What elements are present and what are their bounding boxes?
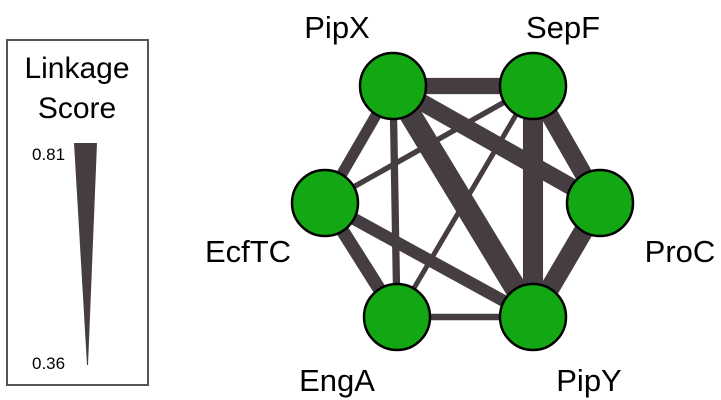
edge-pipx-enga xyxy=(389,85,401,318)
node-label-ecftc: EcfTC xyxy=(205,234,291,269)
edge-sepf-enga xyxy=(394,84,536,319)
node-label-enga: EngA xyxy=(299,363,375,398)
legend-wedge xyxy=(74,143,97,365)
legend: Linkage Score 0.81 0.36 xyxy=(6,39,149,386)
legend-title-line2: Score xyxy=(38,92,116,125)
node-pipx xyxy=(358,51,428,121)
nodes-layer xyxy=(290,51,635,352)
legend-box xyxy=(6,39,149,386)
node-proc xyxy=(565,168,635,238)
legend-max-label: 0.81 xyxy=(32,145,65,164)
edges-layer xyxy=(319,77,609,323)
legend-title-line1: Linkage xyxy=(24,52,129,85)
node-label-pipx: PipX xyxy=(304,10,370,45)
node-enga xyxy=(362,282,432,352)
edge-ecftc-sepf xyxy=(323,83,535,206)
node-sepf xyxy=(498,51,568,121)
node-label-sepf: SepF xyxy=(526,10,600,45)
node-ecftc xyxy=(290,168,360,238)
node-pipy xyxy=(498,282,568,352)
node-label-proc: ProC xyxy=(645,234,716,269)
node-label-pipy: PipY xyxy=(556,363,621,398)
node-labels: PipX SepF ProC PipY EngA EcfTC xyxy=(205,10,715,398)
legend-min-label: 0.36 xyxy=(32,354,65,373)
